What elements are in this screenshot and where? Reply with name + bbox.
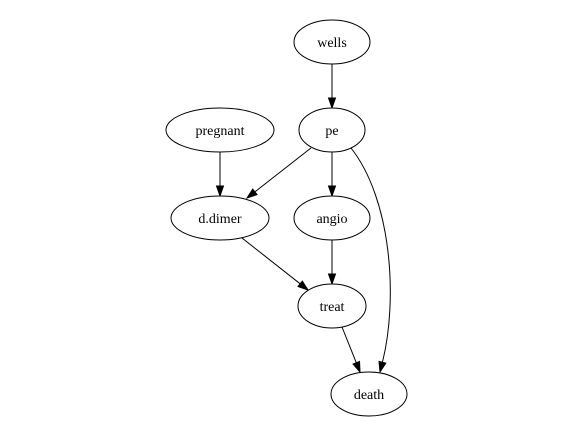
edge-pe-to-d-dimer — [245, 147, 312, 199]
arrowhead-icon — [297, 280, 310, 291]
arrowhead-icon — [215, 185, 225, 198]
node-ellipse — [293, 19, 371, 65]
edge-treat-to-death — [341, 326, 361, 374]
node-death[interactable]: death — [330, 371, 408, 417]
node-ellipse — [170, 195, 270, 241]
node-pregnant[interactable]: pregnant — [165, 107, 275, 153]
edge-line — [254, 147, 312, 193]
arrowhead-icon — [352, 360, 361, 374]
edge-pe-to-angio — [327, 152, 337, 198]
arrowhead-icon — [245, 188, 258, 199]
edge-pe-to-death — [350, 147, 391, 374]
nodes-layer: wells pregnant pe d.dimer angio treat death — [165, 19, 408, 417]
node-ellipse — [298, 107, 366, 153]
node-ellipse — [297, 283, 367, 329]
edge-angio-to-treat — [327, 240, 337, 286]
arrowhead-icon — [378, 360, 387, 374]
edges-layer — [215, 64, 391, 374]
node-label-d-dimer: d.dimer — [198, 212, 241, 227]
node-label-death: death — [354, 388, 384, 403]
edge-line — [350, 147, 391, 363]
edge-line — [241, 237, 301, 285]
node-angio[interactable]: angio — [293, 195, 371, 241]
node-ellipse — [165, 107, 275, 153]
arrowhead-icon — [327, 97, 337, 110]
node-d-dimer[interactable]: d.dimer — [170, 195, 270, 241]
arrowhead-icon — [327, 185, 337, 198]
node-ellipse — [330, 371, 408, 417]
node-pe[interactable]: pe — [298, 107, 366, 153]
edge-d-dimer-to-treat — [241, 237, 310, 291]
node-label-wells: wells — [317, 36, 347, 51]
node-label-angio: angio — [316, 212, 347, 227]
edge-wells-to-pe — [327, 64, 337, 110]
node-wells[interactable]: wells — [293, 19, 371, 65]
node-treat[interactable]: treat — [297, 283, 367, 329]
node-label-pe: pe — [325, 124, 338, 139]
arrowhead-icon — [327, 273, 337, 286]
node-label-pregnant: pregnant — [196, 124, 245, 139]
edge-pregnant-to-d-dimer — [215, 152, 225, 198]
edge-line — [341, 326, 357, 363]
node-label-treat: treat — [320, 300, 345, 315]
node-ellipse — [293, 195, 371, 241]
